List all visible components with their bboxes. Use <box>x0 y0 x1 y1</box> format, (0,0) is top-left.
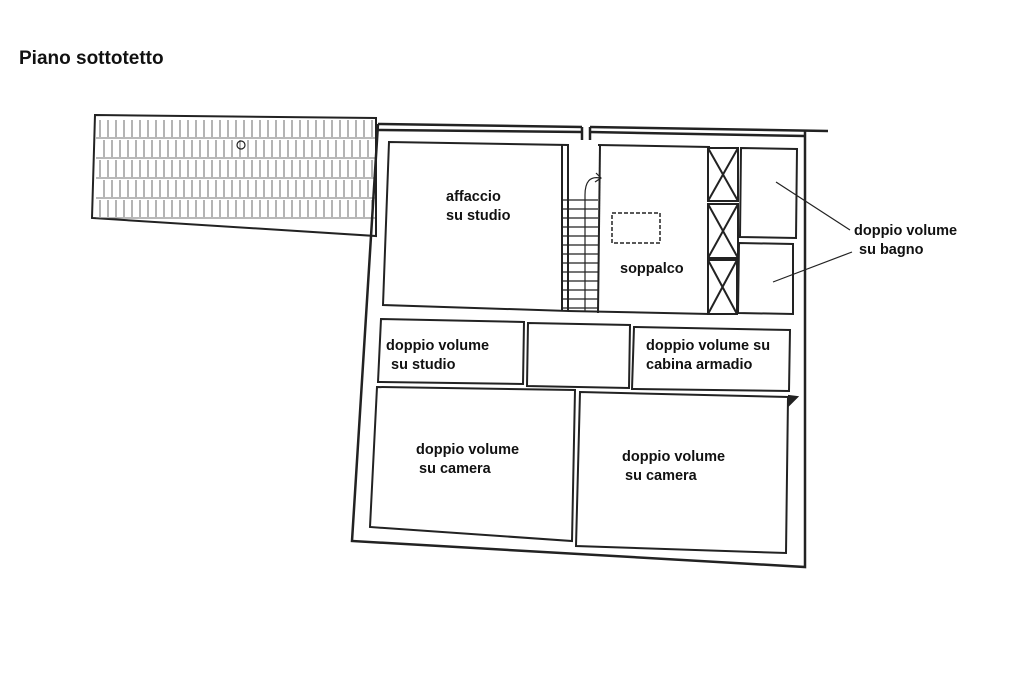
page-title: Piano sottotetto <box>19 48 164 69</box>
staircase <box>561 144 602 314</box>
label-line: su studio <box>446 208 511 224</box>
label-line: doppio volume <box>854 223 958 239</box>
label-line: cabina armadio <box>646 357 753 373</box>
skylight <box>611 212 661 244</box>
label-bagno: doppio volume su bagno <box>854 222 957 260</box>
x-boxes <box>707 147 739 315</box>
label-line: su bagno <box>859 242 924 258</box>
label-line: su camera <box>419 461 491 477</box>
label-line: doppio volume su <box>646 338 771 354</box>
outer-walls <box>350 122 829 569</box>
label-camera-right: doppio volume su camera <box>622 448 725 486</box>
label-studio: doppio volume su studio <box>386 337 489 375</box>
label-line: doppio volume <box>416 442 520 458</box>
label-cabina: doppio volume su cabina armadio <box>646 337 770 375</box>
label-affaccio: affaccio su studio <box>446 188 510 226</box>
room-affaccio <box>381 140 569 313</box>
label-line: doppio volume <box>622 449 726 465</box>
label-line: su camera <box>625 468 697 484</box>
label-line: su studio <box>391 357 456 373</box>
label-line: affaccio <box>446 189 501 205</box>
label-soppalco: soppalco <box>620 261 684 277</box>
roof-tiles <box>90 113 377 238</box>
label-camera-left: doppio volume su camera <box>416 441 519 479</box>
label-line: doppio volume <box>386 338 490 354</box>
